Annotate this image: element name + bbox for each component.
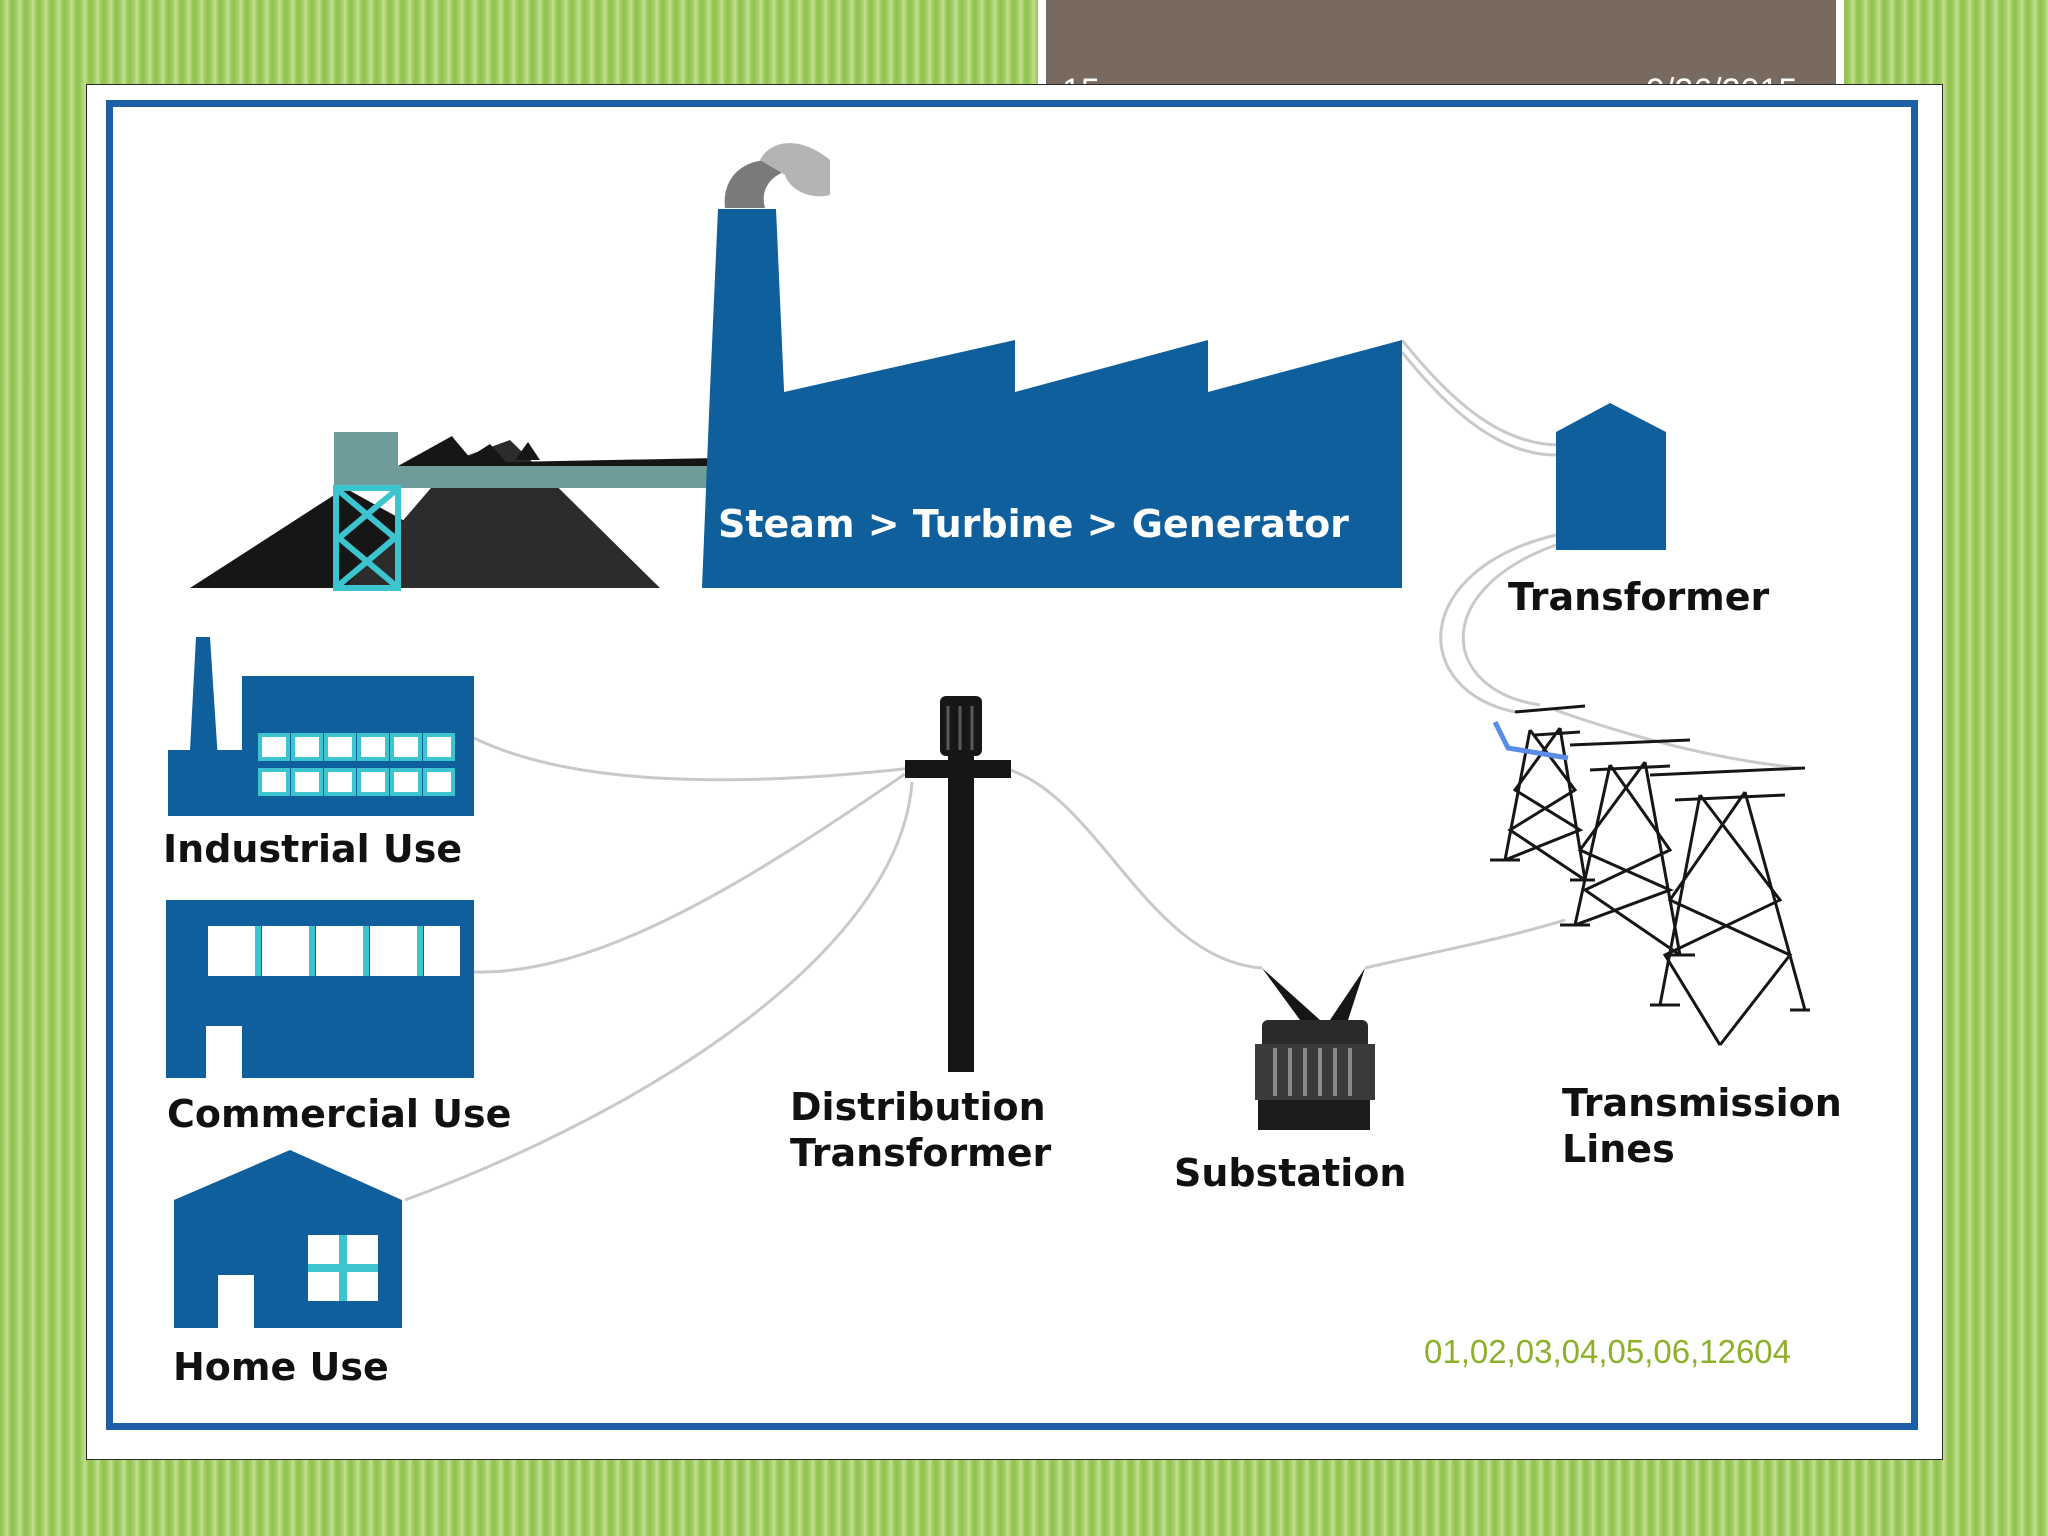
wire-transformer-to-tower-2 — [1461, 543, 1557, 707]
transformer-box-icon — [1556, 403, 1666, 550]
substation-icon — [1255, 968, 1375, 1130]
wire-substation-to-pole — [1009, 768, 1263, 970]
wire-pole-to-industrial — [473, 736, 913, 782]
commercial-use-label: Commercial Use — [167, 1092, 512, 1136]
transmission-tower-icon — [1490, 704, 1810, 1046]
transmission-lines-label: Transmission Lines — [1562, 1080, 1842, 1173]
factory-icon — [702, 340, 1402, 588]
conveyor-icon — [333, 432, 718, 591]
diagram-border — [106, 100, 1918, 1430]
wire-transformer-to-tower — [1439, 533, 1557, 714]
tower-selection-marker — [1492, 720, 1569, 761]
industrial-use-label: Industrial Use — [163, 827, 463, 871]
wire-pole-to-home — [404, 781, 914, 1202]
wire-tower-to-substation — [1364, 918, 1566, 970]
wires — [404, 339, 1801, 1202]
house-icon — [174, 1150, 402, 1328]
substation-label: Substation — [1174, 1151, 1407, 1195]
home-use-label: Home Use — [173, 1345, 389, 1389]
reference-codes: 01,02,03,04,05,06,12604 — [1424, 1333, 1792, 1370]
smokestack-icon — [710, 143, 830, 390]
distribution-transformer-label-line2: Transformer — [790, 1131, 1052, 1176]
distribution-transformer-label-line1: Distribution — [790, 1085, 1046, 1129]
transmission-lines-label-line1: Transmission — [1562, 1081, 1842, 1125]
utility-pole-icon — [905, 696, 1011, 1072]
wire-tower-tops — [1554, 708, 1801, 770]
transmission-lines-label-line2: Lines — [1562, 1127, 1675, 1172]
distribution-transformer-label: Distribution Transformer — [790, 1084, 1051, 1177]
transformer-label: Transformer — [1508, 575, 1770, 619]
commercial-building-icon — [166, 900, 474, 1078]
industrial-building-icon — [168, 637, 474, 816]
wire-plant-to-transformer-2 — [1400, 351, 1557, 457]
wire-plant-to-transformer — [1400, 339, 1561, 447]
wire-pole-to-commercial — [473, 772, 906, 974]
slide-header-bar — [1038, 0, 1844, 84]
plant-process-banner: Steam > Turbine > Generator — [718, 502, 1349, 546]
